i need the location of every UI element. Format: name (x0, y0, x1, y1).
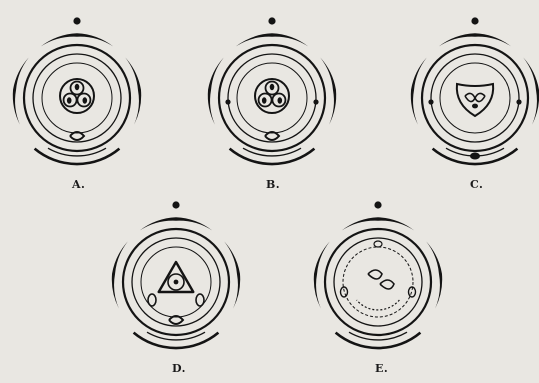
floral-diagram-d (112, 201, 240, 348)
floral-diagram-c (411, 17, 539, 164)
ovule-0 (270, 84, 275, 90)
caption-e: E. (375, 362, 388, 375)
stamen-top (374, 241, 382, 247)
axis-dot (471, 17, 478, 24)
axis-dot (374, 201, 381, 208)
ovule-1 (277, 97, 282, 103)
ovary-trilobed-ovary (255, 79, 289, 113)
locule-left (465, 93, 475, 101)
stamen-left (341, 287, 348, 297)
side-dot-left (225, 99, 230, 104)
caption-d: D. (172, 362, 186, 375)
ovary-trilobed-ovary (60, 79, 94, 113)
ovule-1 (82, 97, 87, 103)
perianth-inner-ring (334, 238, 422, 326)
ovule (174, 280, 179, 285)
perianth-outer-ring (325, 229, 431, 335)
carpel-left (368, 270, 382, 279)
axis-dot (268, 17, 275, 24)
caption-b: B. (266, 178, 280, 191)
ovule-2 (67, 97, 72, 103)
abaxial-dot (470, 153, 480, 160)
caption-c: C. (470, 178, 483, 191)
ovary-wall (159, 262, 194, 292)
floral-diagram-a (13, 17, 141, 164)
side-dot-right (313, 99, 318, 104)
floral-diagram-b (208, 17, 336, 164)
side-dot-right (516, 99, 521, 104)
axis-dot (73, 17, 80, 24)
ovule-0 (75, 84, 80, 90)
ovule-2 (262, 97, 267, 103)
stamen-left (148, 294, 156, 306)
ovule (472, 104, 478, 109)
ovary-wall (457, 84, 493, 116)
abaxial-dotted-arc (357, 300, 400, 310)
caption-a: A. (72, 178, 85, 191)
locule-right (475, 93, 485, 101)
axis-dot (172, 201, 179, 208)
floral-diagram-e (314, 201, 442, 348)
side-dot-left (428, 99, 433, 104)
ovary-reduced-ovary (341, 241, 416, 297)
ovary-shield-ovary (457, 84, 493, 116)
stamen-ring (343, 247, 413, 317)
ovary-triangle-ovary (148, 262, 204, 306)
carpel-right (380, 280, 394, 289)
stamen-right (196, 294, 204, 306)
